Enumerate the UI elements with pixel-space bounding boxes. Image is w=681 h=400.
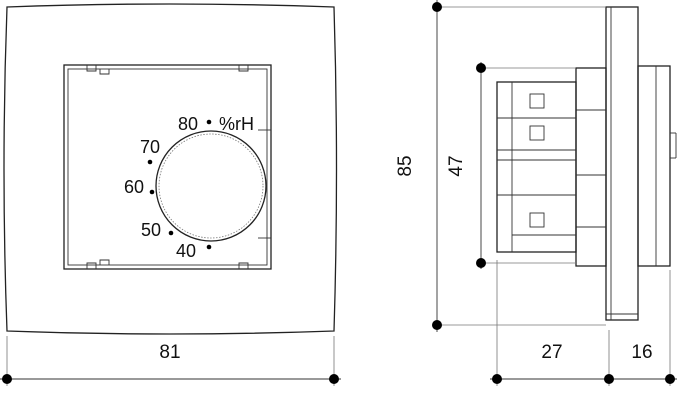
terminal-screw-2 [529,125,545,141]
dial-knob [155,130,267,242]
dimension-height: 85 [395,0,606,332]
clip-bottom-right [238,262,249,269]
terminal-screw-3 [529,212,545,228]
dial-label-40: 40 [176,241,196,261]
clip-top-left [86,65,97,72]
dimension-depth-base-label: 27 [541,342,562,363]
dial-label-80: 80 [178,114,198,134]
scale-dot-50 [168,230,174,236]
clip-bottom-left [86,262,97,269]
dimension-height-label: 85 [395,155,416,176]
terminal-screw-1 [529,93,545,109]
front-view: 80 %rH 70 60 50 40 [3,3,338,335]
dimension-depth: 27 16 [490,260,677,386]
scale-dot-60 [149,189,155,195]
scale-dot-80 [206,119,212,125]
dimension-width: 81 [0,336,341,386]
side-body [575,67,607,267]
dimension-width-label: 81 [159,342,180,363]
side-view [496,6,677,321]
side-knob [637,65,671,267]
dimension-inner-height-label: 47 [446,155,467,176]
scale-dot-40 [206,244,212,250]
inner-window [63,64,272,270]
dial-unit-label: %rH [219,114,254,134]
dial-label-50: 50 [141,220,161,240]
dimension-inner-height: 47 [446,62,576,269]
inner-window-bezel [67,68,268,266]
dial-label-60: 60 [124,177,144,197]
outer-frame [3,3,338,335]
dial-label-70: 70 [140,137,160,157]
dimension-depth-knob-label: 16 [631,342,652,363]
scale-dot-70 [147,159,153,165]
side-terminal-block [496,81,577,253]
clip-top-right [238,65,249,72]
